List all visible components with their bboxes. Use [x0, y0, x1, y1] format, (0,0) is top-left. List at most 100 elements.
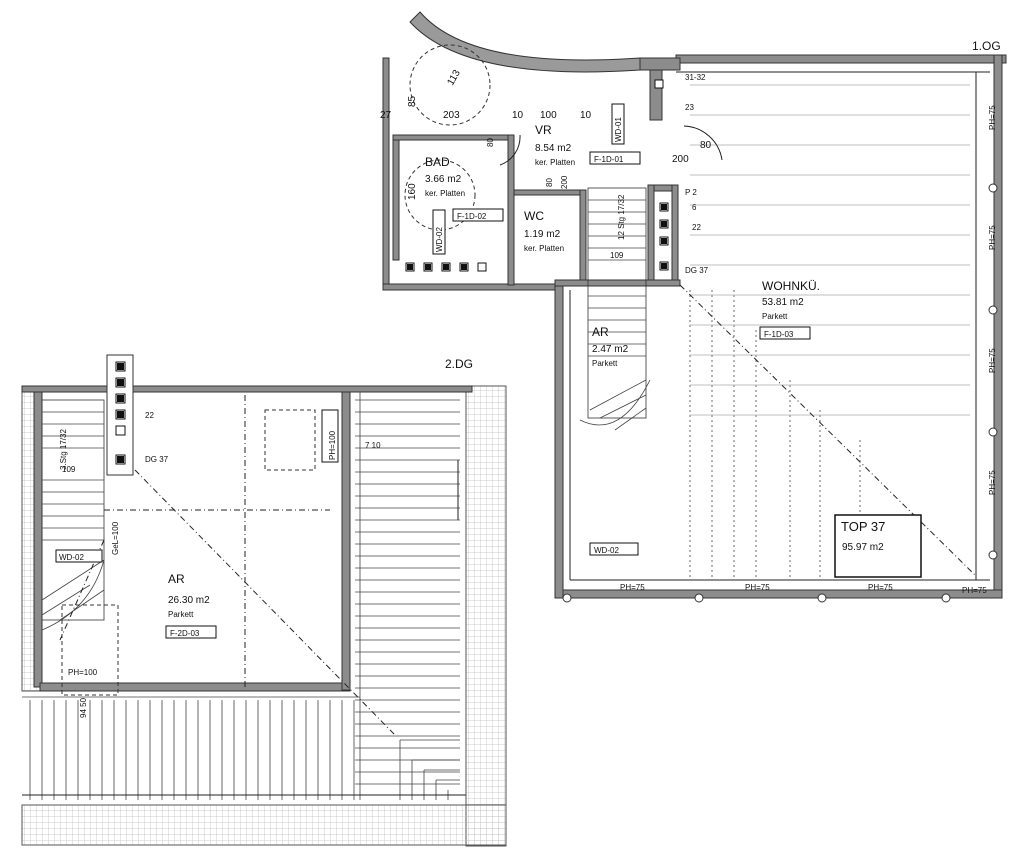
dim-85: 85 [407, 95, 418, 107]
room-bad-code-box [452, 208, 504, 222]
room-bad-floor: ker. Platten [425, 189, 465, 198]
wall-south-upper-left [382, 283, 556, 291]
ph75-south-1: PH=75 [620, 583, 645, 592]
room-ar2-name: AR [168, 572, 185, 586]
door-arc-vr [683, 125, 723, 161]
tag-22-lower: 22 [145, 411, 154, 420]
level-label-upper: 1.OG [972, 39, 1001, 53]
shaft-squares-lower [115, 361, 126, 465]
room-ar2-area: 26.30 m2 [168, 595, 210, 606]
tag-109-upper: 109 [610, 251, 624, 260]
wall-west-main [554, 283, 564, 599]
dim-200b: 200 [560, 175, 569, 189]
wall-posts-east [562, 183, 998, 603]
wall-north-lower [21, 385, 473, 393]
wall-south-room-lower [39, 682, 351, 692]
tag-dg37-lower: DG 37 [145, 455, 169, 464]
grid-border-east [465, 385, 507, 847]
wall-shaft [649, 69, 663, 121]
tag-7-10: 7 10 [365, 441, 381, 450]
dim-200: 200 [672, 154, 689, 165]
wall-wc-east [579, 189, 587, 286]
stair-label-lower: 3.Stg 17/32 [59, 429, 68, 470]
stair-label-upper: 12 Stg 17/32 [617, 194, 626, 240]
ph75-east-3: PH=75 [988, 348, 997, 373]
stair-upper [579, 187, 651, 431]
ph75-east-2: PH=75 [988, 225, 997, 250]
room-wohn-area: 53.81 m2 [762, 297, 804, 308]
lower-level-plan: 2.DG AR 26.30 m2 Parkett F-2D-03 PH=100 … [21, 354, 507, 847]
wall-stair-north [554, 279, 681, 287]
dim-80a: 80 [486, 138, 495, 147]
tag-6: 6 [692, 203, 697, 212]
room-ar2-code: F-2D-03 [170, 629, 200, 638]
dim-80c: 80 [545, 178, 554, 187]
room-vr-area: 8.54 m2 [535, 143, 572, 154]
room-bad-code: F-1D-02 [457, 212, 487, 221]
tag-31-32: 31-32 [685, 73, 706, 82]
roof-slope-line-lower [134, 469, 396, 736]
room-vr-name: VR [535, 123, 552, 137]
room-wc-area: 1.19 m2 [524, 229, 561, 240]
wall-curved-entry [409, 11, 641, 73]
door-arc-bad [499, 134, 521, 166]
tag-dg37-upper: DG 37 [685, 266, 709, 275]
top-number-box [834, 514, 922, 578]
level-label-lower: 2.DG [445, 357, 473, 371]
stair-lower [41, 399, 105, 631]
wd02-box-bad [432, 209, 446, 255]
tag-p2: P 2 [685, 188, 697, 197]
dim-113: 113 [445, 68, 463, 88]
dim-10a: 10 [512, 110, 524, 121]
room-vr-floor: ker. Platten [535, 158, 575, 167]
ph100-vertical: PH=100 [328, 430, 337, 460]
turning-circle-entry [409, 44, 491, 126]
wd02-upper: WD-02 [594, 546, 619, 555]
opening-box-lower [61, 604, 119, 696]
top-area: 95.97 m2 [842, 542, 884, 553]
wall-north-main [675, 54, 1007, 64]
wd01-box [611, 103, 625, 145]
room-wc-name: WC [524, 209, 544, 223]
roof-hatching-south [22, 696, 460, 800]
dim-27: 27 [380, 110, 392, 121]
room-wohn-name: WOHNKÜ. [762, 279, 820, 293]
ph100-lower: PH=100 [68, 668, 98, 677]
wall-east-main [993, 54, 1003, 596]
ph75-east-1: PH=75 [988, 105, 997, 130]
turning-circle-bad [404, 159, 476, 231]
room-ar1-name: AR [592, 325, 609, 339]
top-label: TOP 37 [841, 519, 885, 534]
dim-203: 203 [443, 110, 460, 121]
ph75-south-2: PH=75 [745, 583, 770, 592]
ph75-south-4: PH=75 [962, 586, 987, 595]
wd02-box-lower [55, 549, 103, 563]
roof-hatching-east [355, 392, 460, 800]
room-bad-area: 3.66 m2 [425, 174, 462, 185]
tag-109-lower: 109 [62, 465, 76, 474]
wall-east-room-lower [341, 391, 351, 691]
roof-slope-line-upper [679, 284, 976, 576]
wd02-box-upper [589, 542, 639, 556]
dim-94-50: 94 50 [79, 697, 88, 718]
wall-wc-north [513, 189, 585, 196]
room-bad-name: BAD [425, 155, 450, 169]
roof-window-box [264, 409, 316, 471]
dim-10b: 10 [580, 110, 592, 121]
tag-23: 23 [685, 103, 694, 112]
wall-bad-west [392, 134, 400, 261]
tag-22-upper: 22 [692, 223, 701, 232]
dim-80b: 80 [700, 140, 712, 151]
wall-shaft-west [647, 184, 655, 286]
dim-100: 100 [540, 110, 557, 121]
ph100-box [321, 409, 339, 463]
ph75-east-4: PH=75 [988, 470, 997, 495]
grid-border-south [21, 804, 507, 846]
wd02-bad: WD-02 [435, 227, 444, 252]
shaft-squares-upper [405, 79, 669, 272]
ph75-south-3: PH=75 [868, 583, 893, 592]
room-ar2-floor: Parkett [168, 610, 194, 619]
wd02-lower: WD-02 [59, 553, 84, 562]
room-ar1-floor: Parkett [592, 359, 618, 368]
